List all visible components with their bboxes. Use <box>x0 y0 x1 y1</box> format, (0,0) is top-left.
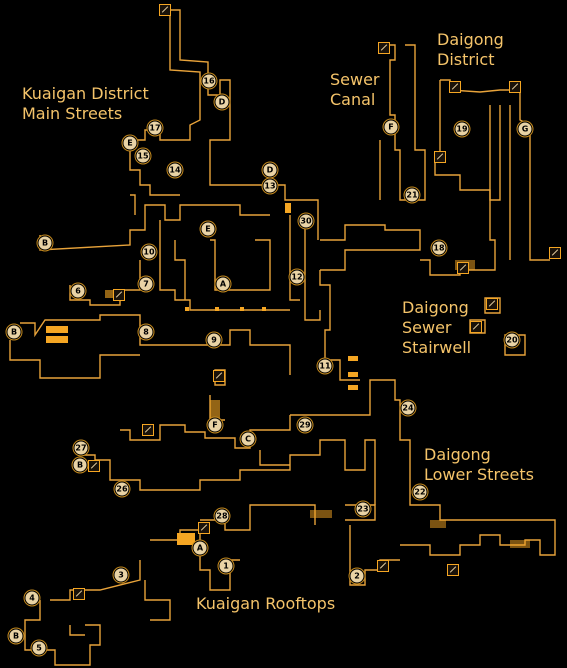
save-point-icon[interactable] <box>198 522 210 534</box>
map-marker[interactable]: 3 <box>113 567 129 583</box>
map-marker[interactable]: 17 <box>147 120 163 136</box>
map-marker[interactable]: E <box>200 221 216 237</box>
map-marker[interactable]: 16 <box>201 73 217 89</box>
map-marker[interactable]: 26 <box>114 481 130 497</box>
map-marker[interactable]: D <box>262 162 278 178</box>
save-point-icon[interactable] <box>509 81 521 93</box>
map-marker[interactable]: 8 <box>138 324 154 340</box>
map-marker[interactable]: 14 <box>167 162 183 178</box>
map-marker[interactable]: 7 <box>138 276 154 292</box>
save-point-icon[interactable] <box>377 560 389 572</box>
save-point-icon[interactable] <box>73 588 85 600</box>
save-point-icon[interactable] <box>213 370 225 382</box>
map-marker[interactable]: 2 <box>349 568 365 584</box>
map-marker[interactable]: 4 <box>24 590 40 606</box>
save-point-icon[interactable] <box>449 81 461 93</box>
map-marker[interactable]: 9 <box>206 332 222 348</box>
map-marker[interactable]: 5 <box>31 640 47 656</box>
save-point-icon[interactable] <box>142 424 154 436</box>
map-marker[interactable]: 13 <box>262 178 278 194</box>
map-marker[interactable]: 22 <box>412 484 428 500</box>
map-marker[interactable]: G <box>517 121 533 137</box>
map-marker[interactable]: 24 <box>400 400 416 416</box>
save-point-icon[interactable] <box>113 289 125 301</box>
save-point-icon[interactable] <box>457 262 469 274</box>
save-point-icon[interactable] <box>159 4 171 16</box>
map-marker[interactable]: 1 <box>218 558 234 574</box>
save-point-icon[interactable] <box>378 42 390 54</box>
label-sewer-canal: Sewer Canal <box>330 70 380 109</box>
label-daigong-lower-streets: Daigong Lower Streets <box>424 445 534 484</box>
map-marker[interactable]: 15 <box>135 148 151 164</box>
save-point-icon[interactable] <box>434 151 446 163</box>
map-marker[interactable]: 23 <box>355 501 371 517</box>
map-marker[interactable]: B <box>8 628 24 644</box>
label-kuaigan-rooftops: Kuaigan Rooftops <box>196 594 336 613</box>
map-marker[interactable]: 21 <box>404 187 420 203</box>
map-marker[interactable]: 27 <box>73 440 89 456</box>
map-marker[interactable]: 20 <box>504 332 520 348</box>
map-marker[interactable]: A <box>215 276 231 292</box>
label-kuaigan-main-streets: Kuaigan District Main Streets <box>22 84 149 123</box>
save-point-icon[interactable] <box>470 321 482 333</box>
map-marker[interactable]: F <box>207 417 223 433</box>
save-point-icon[interactable] <box>88 460 100 472</box>
map-marker[interactable]: B <box>6 324 22 340</box>
map-marker[interactable]: 19 <box>454 121 470 137</box>
map-marker[interactable]: 11 <box>317 358 333 374</box>
map-marker[interactable]: D <box>214 94 230 110</box>
map-marker[interactable]: 28 <box>214 508 230 524</box>
save-point-icon[interactable] <box>447 564 459 576</box>
save-point-icon[interactable] <box>486 298 498 310</box>
map-marker[interactable]: 12 <box>289 269 305 285</box>
map-marker[interactable]: 10 <box>141 244 157 260</box>
map-marker[interactable]: B <box>37 235 53 251</box>
label-daigong-sewer-stairwell: Daigong Sewer Stairwell <box>402 298 472 357</box>
map-marker[interactable]: 18 <box>431 240 447 256</box>
map-marker[interactable]: E <box>122 135 138 151</box>
label-daigong-district: Daigong District <box>437 30 504 69</box>
save-point-icon[interactable] <box>549 247 561 259</box>
map-marker[interactable]: 29 <box>297 417 313 433</box>
map-marker[interactable]: B <box>72 457 88 473</box>
map-marker[interactable]: C <box>240 431 256 447</box>
map-marker[interactable]: 30 <box>298 213 314 229</box>
map-marker[interactable]: 6 <box>70 283 86 299</box>
map-marker[interactable]: F <box>383 119 399 135</box>
map-marker[interactable]: A <box>192 540 208 556</box>
